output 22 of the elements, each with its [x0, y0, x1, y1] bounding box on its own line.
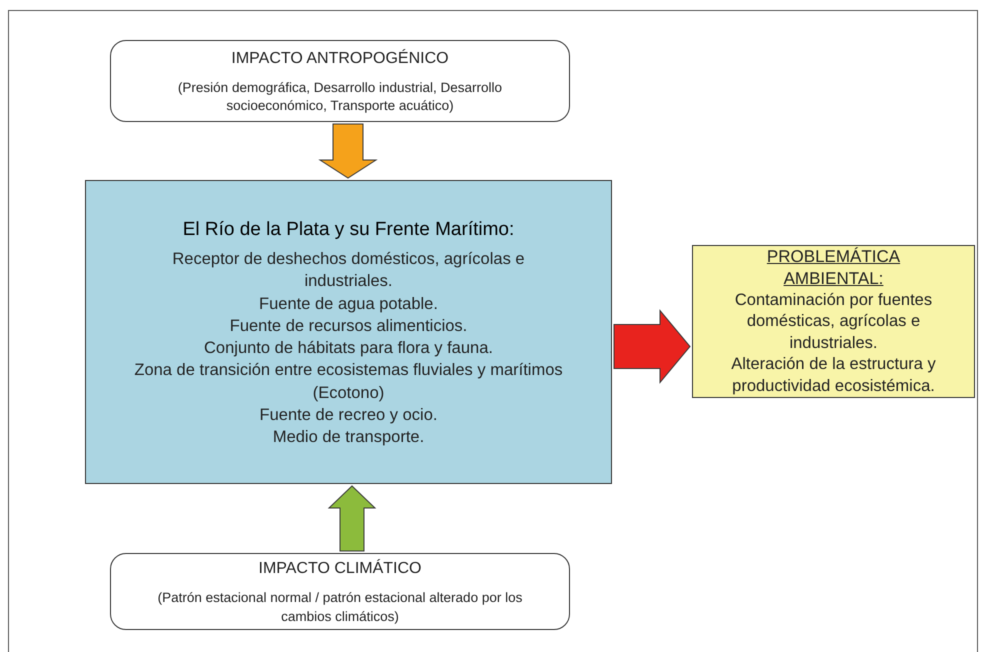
node-heading: PROBLEMÁTICA AMBIENTAL:	[766, 246, 902, 290]
input-box	[110, 40, 570, 122]
node-heading: El Río de la Plata y su Frente Marítimo:	[182, 218, 514, 242]
list-item: Conjunto de hábitats para flora y fauna.	[203, 338, 494, 360]
list-item: Receptor de deshechos domésticos, agrícolas e industriales.	[171, 249, 526, 292]
node-description: (Presión demográfica, Desarrollo industrial, Desarrollo socioeconómico, Transporte acuático)	[176, 78, 504, 115]
block-arrow	[318, 124, 378, 179]
list-item: Fuente de recreo y ocio.	[258, 404, 438, 426]
node-description: (Patrón estacional normal / patrón estacional alterado por los cambios climáticos)	[156, 589, 524, 626]
list-item: Zona de transición entre ecosistemas fluviales y marítimos (Ecotono)	[133, 360, 564, 404]
block-arrow	[614, 309, 691, 384]
node-description: Alteración de la estructura y productividad ecosistémica.	[730, 354, 937, 397]
block-arrow	[328, 485, 376, 552]
input-box	[110, 553, 570, 630]
list-item: Fuente de recursos alimenticios.	[228, 316, 468, 337]
list-item: Medio de transporte.	[272, 427, 426, 448]
node-description: Contaminación por fuentes domésticas, agrícolas e industriales.	[734, 290, 934, 354]
list-item: Fuente de agua potable.	[258, 294, 439, 315]
main-box	[85, 180, 612, 484]
node-heading: IMPACTO CLIMÁTICO	[258, 558, 422, 580]
result-box	[692, 245, 975, 398]
node-heading: IMPACTO ANTROPOGÉNICO	[231, 48, 449, 69]
